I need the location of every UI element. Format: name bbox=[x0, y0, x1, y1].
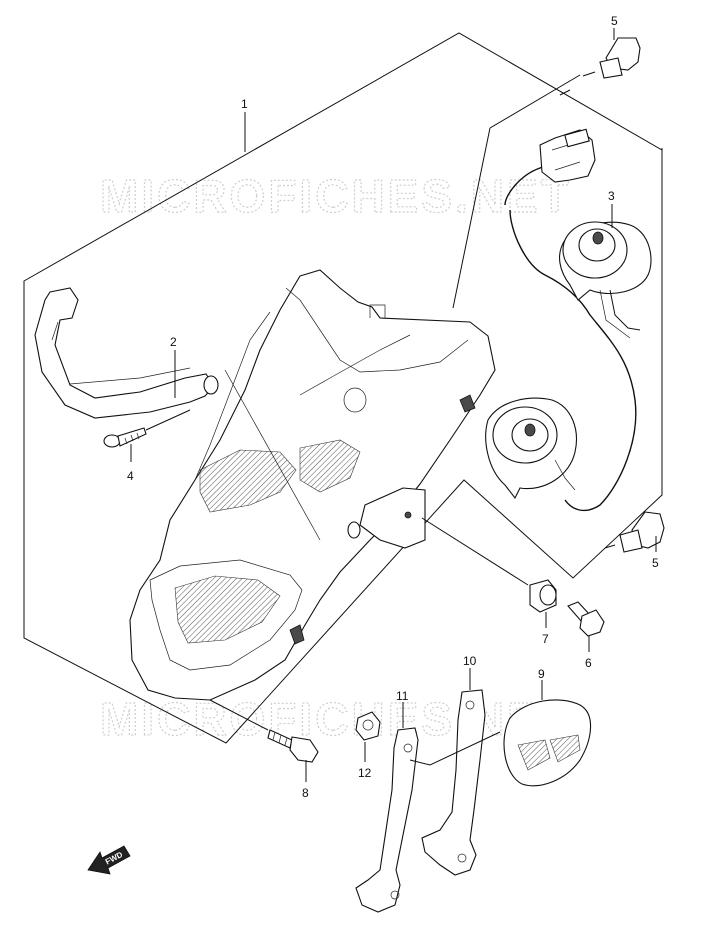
callout-6: 6 bbox=[585, 656, 592, 670]
watermark-top: MICROFICHES.NET bbox=[99, 169, 572, 222]
bulb-lower bbox=[604, 511, 665, 553]
bolt-6 bbox=[567, 601, 605, 637]
bolt-8 bbox=[209, 699, 319, 763]
bulb-socket-lower bbox=[485, 397, 577, 500]
bulb-socket-upper bbox=[504, 128, 652, 512]
grommet-7 bbox=[421, 517, 557, 613]
callout-8: 8 bbox=[302, 786, 309, 800]
callout-5b: 5 bbox=[652, 556, 659, 570]
callout-9: 9 bbox=[538, 667, 545, 681]
callout-7: 7 bbox=[542, 632, 549, 646]
assembly-outline bbox=[23, 32, 663, 744]
bracket-10 bbox=[409, 689, 501, 876]
reflector-9 bbox=[503, 699, 592, 787]
bulb-upper bbox=[559, 37, 641, 96]
callouts: 1 2 3 4 5 5 6 7 8 9 10 11 12 bbox=[127, 14, 659, 800]
headlight-housing bbox=[129, 269, 496, 701]
callout-2: 2 bbox=[170, 335, 177, 349]
leader-lines bbox=[130, 28, 657, 782]
callout-12: 12 bbox=[358, 766, 372, 780]
bracket-11 bbox=[355, 727, 419, 913]
callout-5a: 5 bbox=[611, 14, 618, 28]
callout-11: 11 bbox=[396, 689, 409, 703]
callout-1: 1 bbox=[241, 97, 248, 111]
callout-10: 10 bbox=[463, 654, 477, 668]
bulb-subassembly-outline bbox=[452, 74, 581, 309]
watermark-bottom: MICROFICHES.NET bbox=[99, 692, 572, 745]
fwd-arrow: FWD bbox=[87, 845, 131, 875]
callout-4: 4 bbox=[127, 469, 134, 483]
watermark-top-text: MICROFICHES.NET bbox=[100, 170, 572, 222]
watermark-bottom-text: MICROFICHES.NET bbox=[100, 693, 572, 745]
screw-4 bbox=[103, 409, 191, 448]
nut-12 bbox=[355, 711, 381, 741]
callout-3: 3 bbox=[608, 189, 615, 203]
mounting-arm bbox=[34, 287, 219, 419]
